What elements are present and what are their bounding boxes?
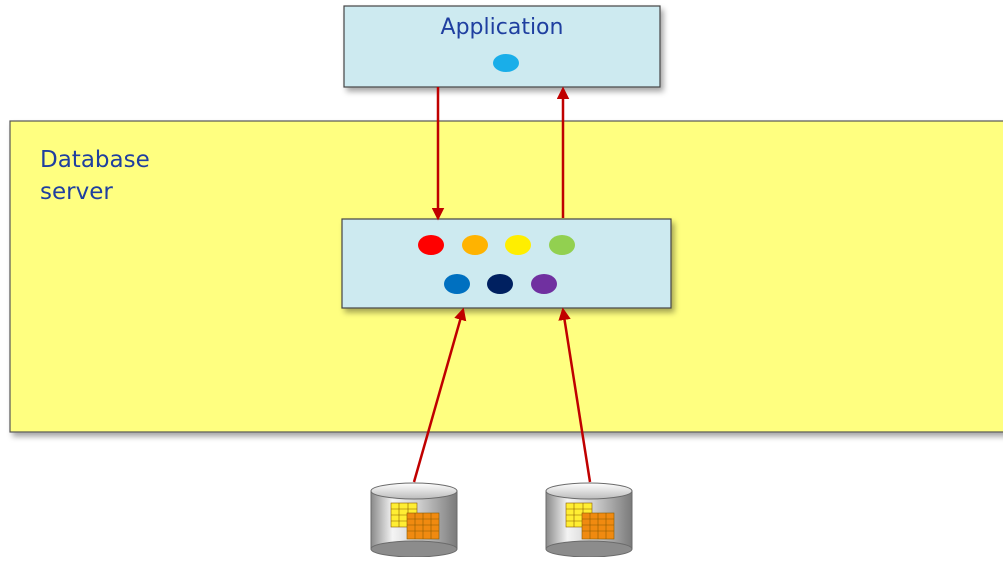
orange-dot bbox=[462, 235, 488, 255]
navy-dot bbox=[487, 274, 513, 294]
engine-dots bbox=[418, 235, 575, 294]
red-dot bbox=[418, 235, 444, 255]
engine-box bbox=[341, 218, 672, 309]
database-server-label: Database server bbox=[40, 147, 150, 205]
blue-dot bbox=[444, 274, 470, 294]
arrow-db2-to-engine bbox=[558, 307, 592, 483]
purple-dot bbox=[531, 274, 557, 294]
database-2-icon bbox=[545, 482, 633, 558]
application-dot bbox=[493, 54, 519, 72]
yellow-dot bbox=[505, 235, 531, 255]
green-dot bbox=[549, 235, 575, 255]
arrow-db1-to-engine bbox=[412, 307, 467, 483]
application-title: Application bbox=[440, 15, 564, 40]
application-box bbox=[343, 5, 661, 88]
database-1-icon bbox=[370, 482, 458, 558]
